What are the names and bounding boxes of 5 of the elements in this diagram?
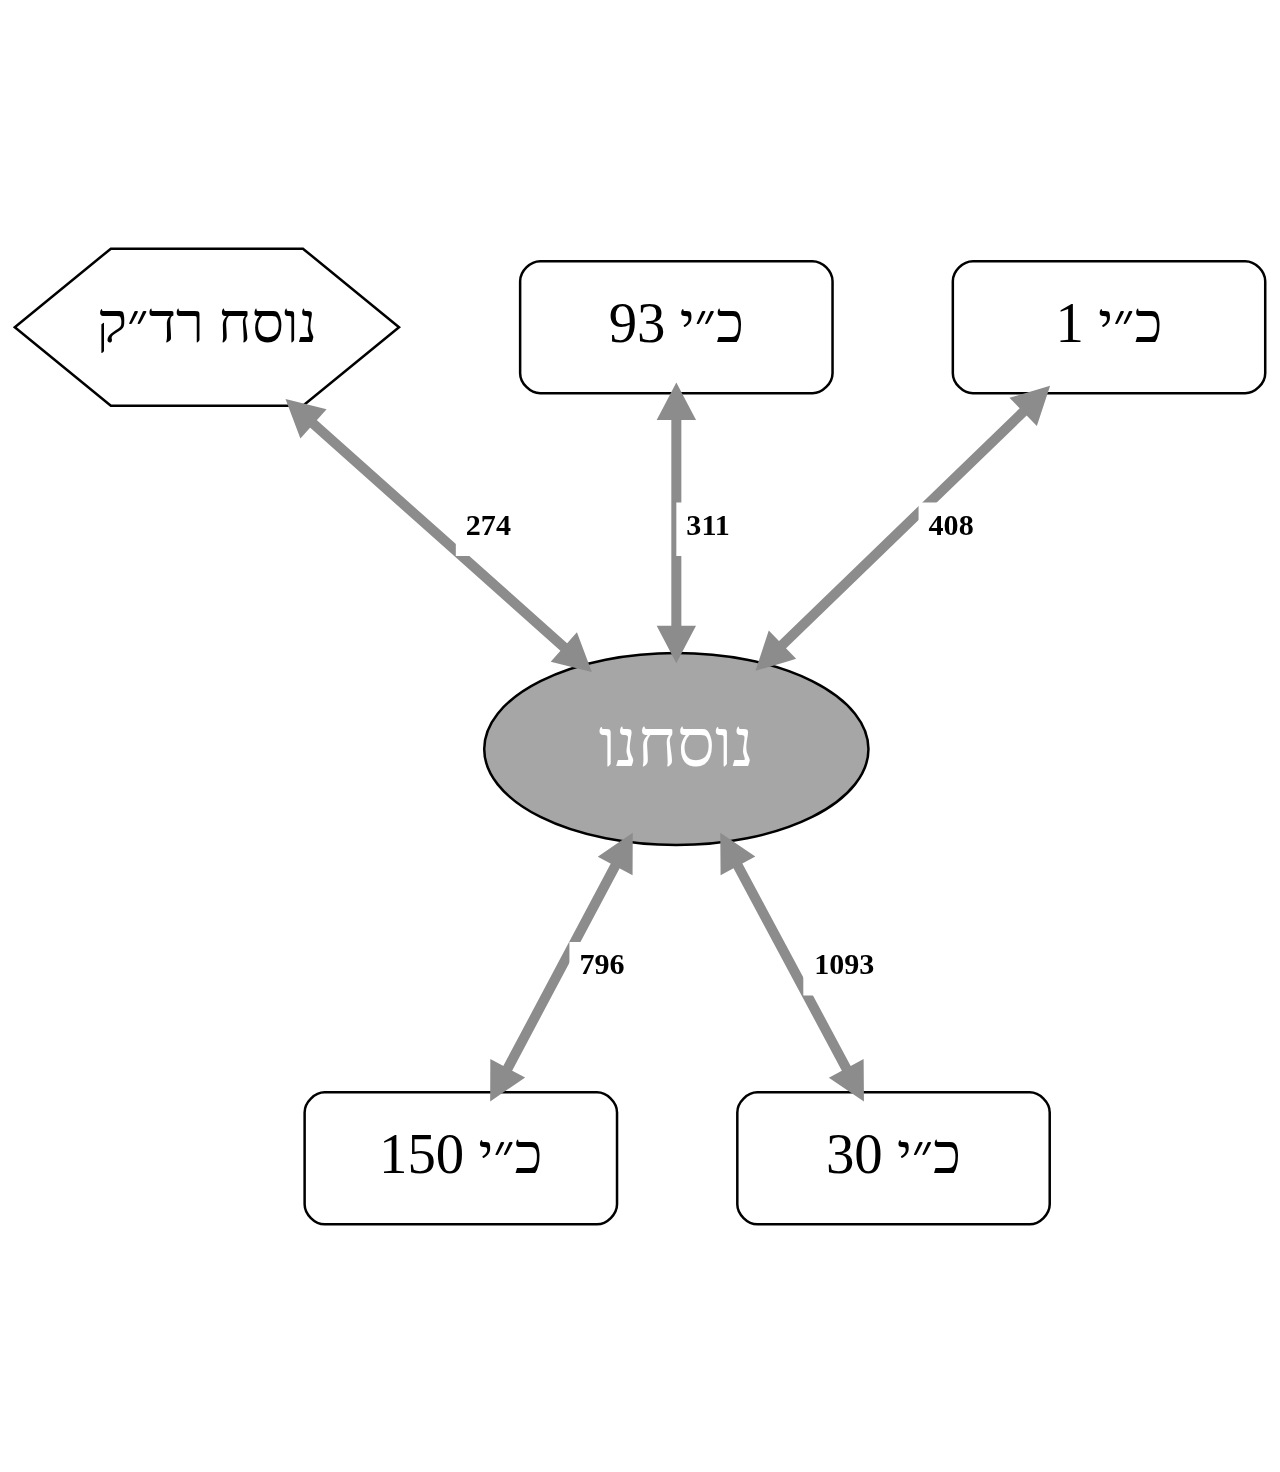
edge-label: 311 — [686, 507, 730, 542]
edge-label: 796 — [579, 946, 625, 981]
edge-label: 408 — [928, 507, 974, 542]
edge-label: 1093 — [814, 946, 875, 981]
edge-label: 274 — [465, 507, 511, 542]
